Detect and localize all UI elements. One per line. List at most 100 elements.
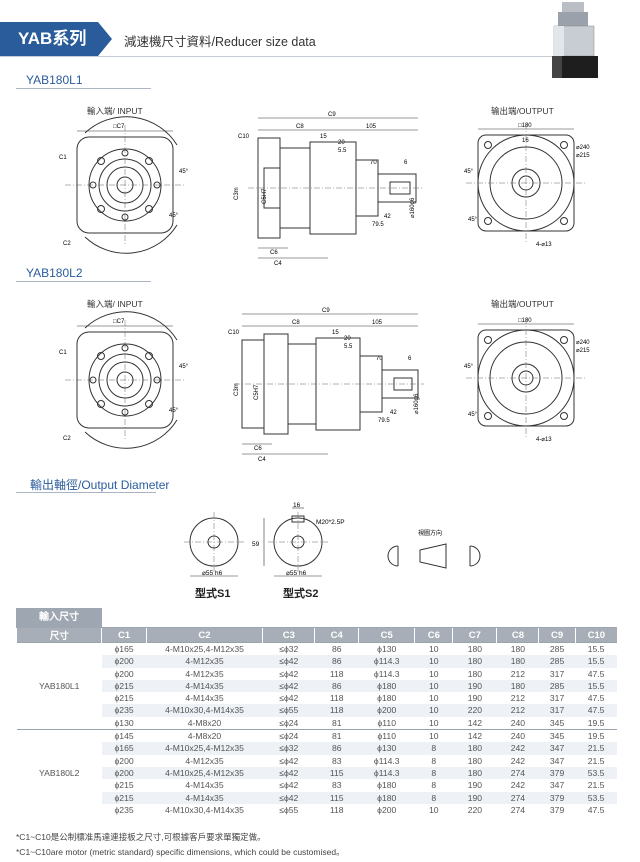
section-title-output-diameter: 輸出軸徑/Output Diameter <box>30 478 170 492</box>
table-cell: ϕ110 <box>377 717 396 728</box>
label-70: 70 <box>370 160 377 166</box>
label-phi160: ⌀160g6 <box>410 197 416 218</box>
table-cell: 347 <box>549 780 565 791</box>
table-cell: 15.5 <box>575 655 617 668</box>
table-cell: 220 <box>467 804 483 815</box>
table-cell: 8 <box>414 766 453 780</box>
table-cell: 4-M10x25,4-M12x35 <box>146 642 263 656</box>
table-cell: 317 <box>549 693 565 704</box>
table-cell: 180 <box>496 679 539 693</box>
label-42: 42 <box>384 214 391 220</box>
table-cell: 10 <box>429 668 439 679</box>
table-cell: ϕ165 <box>101 742 147 755</box>
table-cell: 8 <box>414 791 453 804</box>
table-cell: 8 <box>431 755 437 766</box>
table-cell: ϕ165 <box>101 642 147 656</box>
label-45deg: 45° <box>468 217 478 223</box>
input-caption: 輸入端/ INPUT <box>87 299 143 309</box>
section-title-l2: YAB180L2 <box>26 266 83 280</box>
series-badge: YAB系列 <box>0 22 112 56</box>
section-underline <box>16 281 151 282</box>
table-cell: 53.5 <box>575 766 617 780</box>
table-cell: ≤ϕ42 <box>262 679 315 693</box>
table-cell: 274 <box>510 804 526 815</box>
label-dia-s1: ⌀55 h6 <box>202 570 223 577</box>
label-42: 42 <box>390 410 397 416</box>
table-cell: 10 <box>414 642 453 656</box>
table-cell: ϕ114.3 <box>373 755 400 766</box>
table-cell: ϕ130 <box>358 742 415 755</box>
table-tab-line <box>16 627 617 628</box>
table-cell: ϕ200 <box>114 668 134 679</box>
table-cell: 212 <box>510 668 526 679</box>
type-s1-label: 型式S1 <box>195 588 231 600</box>
table-cell: ϕ200 <box>377 804 397 815</box>
col-header: C6 <box>414 628 453 643</box>
label-sq180: □180 <box>518 123 532 129</box>
col-header: C3 <box>262 628 315 643</box>
table-cell: ϕ200 <box>358 704 415 717</box>
table-cell: ϕ235 <box>101 704 147 717</box>
table-cell: ≤ϕ55 <box>262 704 315 717</box>
col-header: C8 <box>496 628 539 643</box>
label-105: 105 <box>372 320 383 326</box>
table-cell: ≤ϕ24 <box>279 717 299 728</box>
label-c4: C4 <box>274 261 282 267</box>
table-cell: ϕ180 <box>377 693 397 704</box>
table-cell: 86 <box>314 742 359 755</box>
table-cell: 379 <box>549 804 565 815</box>
table-cell: 317 <box>538 704 576 717</box>
table-cell: 8 <box>431 780 437 791</box>
label-79-5: 79.5 <box>372 222 384 228</box>
label-c2: C2 <box>63 241 71 247</box>
table-cell: 86 <box>314 642 359 656</box>
label-keyway: M20*2.5P <box>316 519 345 526</box>
col-header: C9 <box>538 628 576 643</box>
note-en: *C1~C10are motor (metric standard) speci… <box>16 847 345 857</box>
table-cell: 240 <box>496 729 539 743</box>
label-c7: □C7 <box>113 319 125 325</box>
table-cell: 4-M8x20 <box>146 729 263 743</box>
table-cell: ≤ϕ42 <box>279 755 299 766</box>
label-phi160: ⌀160g6 <box>414 393 420 414</box>
table-cell: ≤ϕ42 <box>262 766 315 780</box>
table-cell: ϕ130 <box>358 642 415 656</box>
table-cell: ≤ϕ42 <box>262 791 315 804</box>
section-underline <box>16 88 151 89</box>
table-cell: 240 <box>510 717 526 728</box>
label-c1: C1 <box>59 155 67 161</box>
table-cell: 142 <box>452 729 497 743</box>
table-cell: 4-M14x35 <box>185 693 224 704</box>
table-cell: 212 <box>496 704 539 717</box>
label-phi215: ⌀215 <box>576 153 590 159</box>
label-5-5: 5.5 <box>344 344 353 350</box>
table-cell: 81 <box>314 729 359 743</box>
table-cell: ϕ110 <box>358 729 415 743</box>
label-6: 6 <box>408 356 412 362</box>
label-c9: C9 <box>328 112 336 118</box>
table-cell: 180 <box>496 642 539 656</box>
table-cell: 190 <box>467 780 483 791</box>
table-cell: ≤ϕ24 <box>262 729 315 743</box>
table-cell: 180 <box>452 642 497 656</box>
col-header: C5 <box>358 628 415 643</box>
label-phi240: ⌀240 <box>576 340 590 346</box>
table-cell: 10 <box>414 679 453 693</box>
label-45deg: 45° <box>179 364 189 370</box>
table-cell: ϕ215 <box>101 791 147 804</box>
table-cell: ϕ180 <box>358 679 415 693</box>
table-cell: 4-M8x20 <box>187 717 222 728</box>
table-cell: 190 <box>467 693 483 704</box>
col-header: 尺寸 <box>15 628 102 643</box>
table-cell: ≤ϕ42 <box>279 780 299 791</box>
table-cell: 10 <box>414 729 453 743</box>
label-45deg: 45° <box>464 169 474 175</box>
table-cell: ϕ180 <box>358 791 415 804</box>
label-bolt: 4-⌀13 <box>536 242 552 248</box>
table-cell: 81 <box>331 717 342 728</box>
